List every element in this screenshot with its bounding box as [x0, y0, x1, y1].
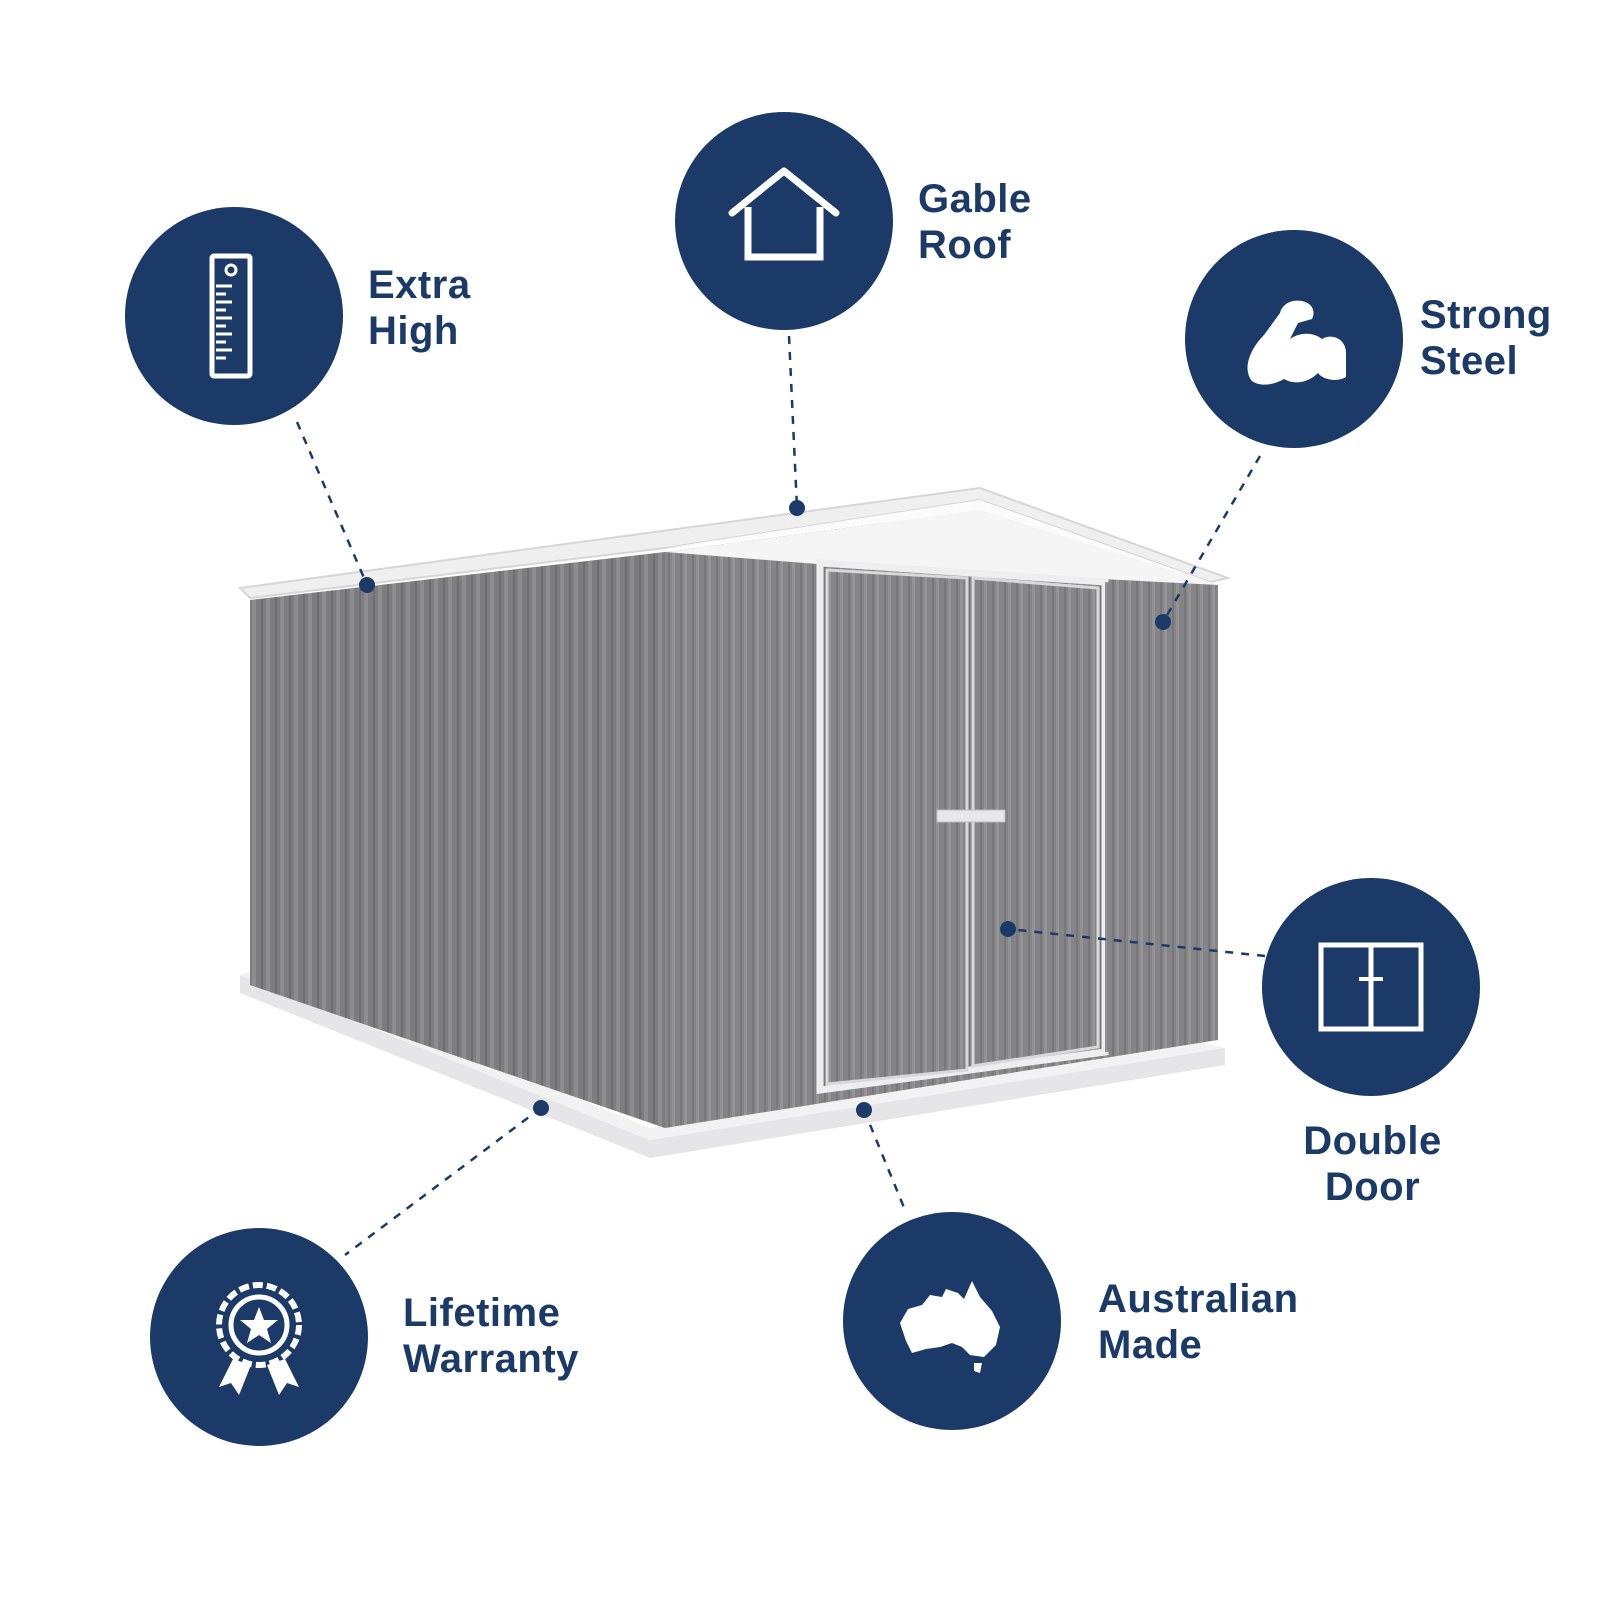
double-door-label: Double Door — [1303, 1119, 1442, 1209]
gable-roof-label: Gable Roof — [918, 177, 1032, 267]
australia-map-icon — [900, 1281, 1000, 1373]
strong-steel-badge — [1185, 230, 1403, 448]
double-door-icon — [1318, 942, 1424, 1032]
flexed-arm-icon — [1247, 300, 1346, 385]
australian-made-badge — [843, 1212, 1061, 1430]
gable-roof-badge — [675, 112, 893, 330]
extra-high-label: Extra High — [368, 263, 471, 353]
ruler-icon — [209, 253, 253, 379]
shed-right-door — [971, 576, 1100, 1068]
australian-made-label: Australian Made — [1098, 1277, 1299, 1367]
lifetime-warranty-badge — [150, 1228, 368, 1446]
strong-steel-label: Strong Steel — [1420, 293, 1552, 383]
extra-high-badge — [125, 207, 343, 425]
shed-left-door — [825, 568, 969, 1086]
house-icon — [728, 167, 840, 261]
shed-base — [240, 975, 1225, 1158]
double-door-badge — [1262, 878, 1480, 1096]
shed-side-wall — [250, 552, 665, 1128]
shed-door-handle — [936, 809, 1006, 823]
lifetime-warranty-label: Lifetime Warranty — [403, 1291, 579, 1381]
award-ribbon-icon — [216, 1282, 302, 1395]
